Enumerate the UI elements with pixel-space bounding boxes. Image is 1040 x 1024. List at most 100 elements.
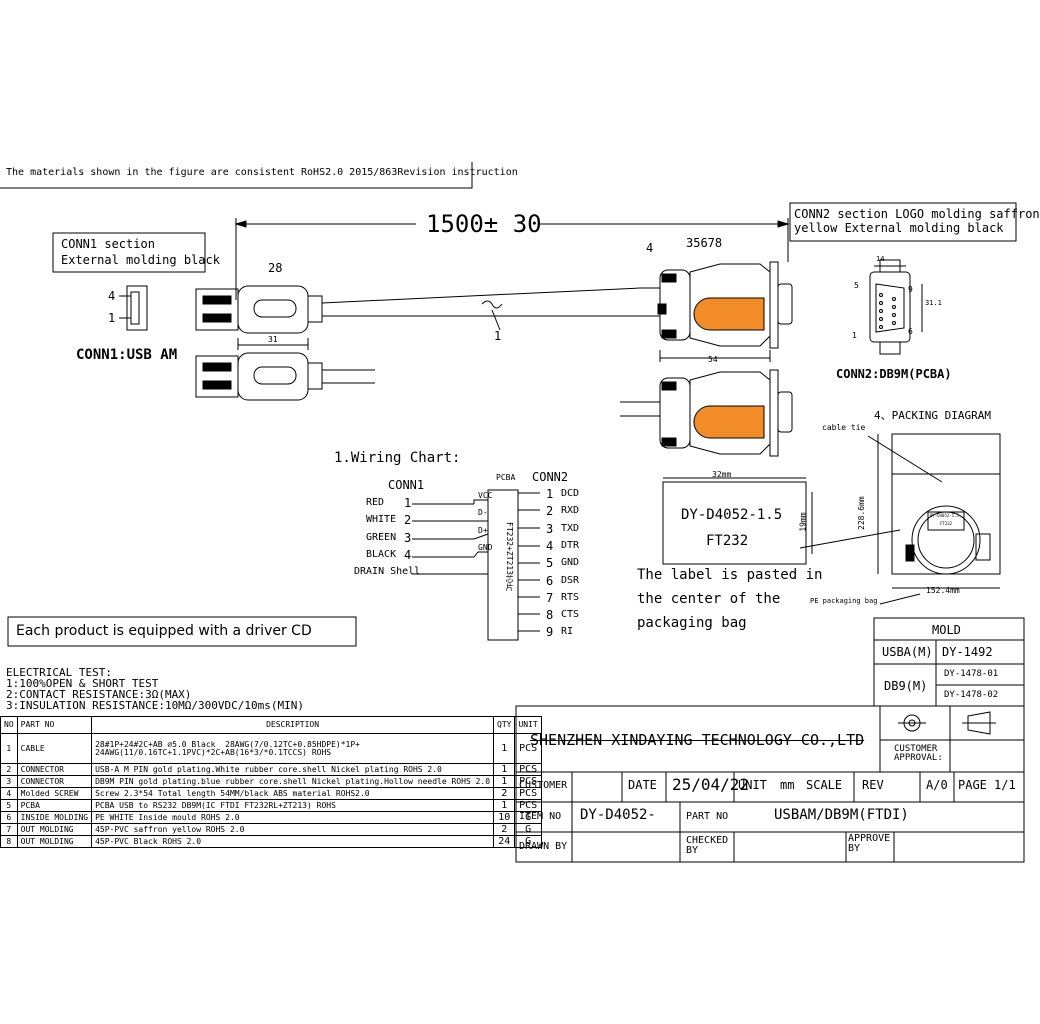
conn1-section-line2: External molding black: [61, 253, 220, 267]
bom-qty-cell: 10: [493, 811, 516, 824]
wiring-chart-title: 1.Wiring Chart:: [334, 450, 461, 466]
bom-header-row: NO PART NO DESCRIPTION QTY UNIT: [0, 716, 542, 734]
bom-no-cell: 8: [0, 835, 18, 848]
bom-unit-cell: G: [514, 823, 542, 836]
conn1-section-line1: CONN1 section: [61, 237, 155, 251]
wiring-right-pin-number: 3: [546, 521, 554, 536]
unit-label: UNIT: [738, 778, 767, 792]
packing-width: 152.4mm: [926, 586, 960, 595]
db9-dim-54: 54: [708, 355, 718, 364]
saffron-logo-upper: [693, 297, 765, 331]
wiring-pcba-header: PCBA: [496, 473, 516, 482]
wiring-conn2-header: CONN2: [532, 470, 569, 484]
label-note-line3: packaging bag: [637, 615, 747, 631]
conn1-section-box: [52, 232, 206, 273]
rev-value: A/0: [926, 778, 948, 792]
date-value: 25/04/22: [672, 775, 750, 794]
wiring-left-pin-number: 1: [404, 496, 412, 510]
db9-face-pin6: 6: [908, 327, 913, 336]
cable-length-dimension: 1500± 30: [426, 210, 542, 238]
usb-pin1-label: 1: [108, 311, 116, 325]
wiring-left-wire-name: BLACK: [366, 549, 397, 560]
bom-part-cell: CONNECTOR: [16, 763, 93, 776]
mold-db9-value1: DY-1478-01: [944, 669, 999, 679]
bom-header-no: NO: [0, 716, 18, 734]
driver-note: Each product is equipped with a driver C…: [16, 623, 312, 639]
label-note-line2: the center of the: [637, 591, 781, 607]
wiring-left-wire-name: RED: [366, 497, 385, 508]
bom-part-cell: PCBA: [16, 799, 93, 812]
bom-unit-cell: PCS: [514, 763, 542, 776]
bom-qty-cell: 1: [493, 733, 516, 764]
bom-unit-cell: G: [514, 835, 542, 848]
wiring-drain-label: DRAIN Shell: [354, 566, 421, 577]
wiring-right-pin-number: 9: [546, 625, 554, 640]
wiring-left-signal: D-: [478, 508, 488, 517]
bom-desc-cell: USB-A M PIN gold plating.White rubber co…: [91, 763, 495, 776]
callout-28: 28: [268, 261, 283, 275]
wiring-left-wire-name: GREEN: [366, 532, 397, 543]
bom-part-cell: OUT MOLDING: [16, 835, 93, 848]
bom-desc-cell: 45P-PVC Black ROHS 2.0: [91, 835, 495, 848]
wiring-left-pin-number: 2: [404, 513, 412, 527]
bom-no-cell: 4: [0, 787, 18, 800]
mold-usba-key: USBA(M): [882, 645, 933, 659]
bom-part-cell: Molded SCREW: [16, 787, 93, 800]
wiring-right-pin-number: 7: [546, 590, 554, 605]
packing-height: 228.6mm: [857, 496, 866, 530]
usb-pin4-label: 4: [108, 289, 116, 303]
db9-connector-lower: [620, 369, 793, 457]
bom-desc-cell: 45P-PVC saffron yellow ROHS 2.0: [91, 823, 495, 836]
callout-4: 4: [646, 241, 654, 255]
wiring-left-signal: GND: [478, 543, 493, 552]
db9-face-view: [869, 259, 923, 355]
bom-part-cell: CABLE: [16, 733, 93, 764]
wiring-left-pin-number: 3: [404, 531, 412, 545]
bom-qty-cell: 1: [493, 799, 516, 812]
bom-no-cell: 3: [0, 775, 18, 788]
packing-diagram: [867, 433, 1001, 605]
wiring-right-signal: GND: [561, 557, 580, 569]
callout-1: 1: [494, 329, 502, 343]
bom-no-cell: 7: [0, 823, 18, 836]
bom-part-cell: CONNECTOR: [16, 775, 93, 788]
part-no-label: PART NO: [686, 811, 729, 822]
label-box: [662, 481, 807, 565]
rohs-note: The materials shown in the figure are co…: [6, 167, 518, 178]
bom-desc-cell: PE WHITE Inside mould ROHS 2.0: [91, 811, 495, 824]
wiring-right-signal: CTS: [561, 609, 580, 621]
bom-qty-cell: 24: [493, 835, 516, 848]
conn2-section-line1: CONN2 section LOGO molding saffron: [794, 207, 1040, 221]
wiring-right-pin-number: 4: [546, 538, 554, 553]
part-no-value: USBAM/DB9M(FTDI): [774, 807, 909, 823]
bom-desc-cell: DB9M PIN gold plating.blue rubber core.s…: [91, 775, 495, 788]
packing-mini-label2: FT232: [940, 521, 953, 526]
bom-desc-cell: PCBA USB to RS232 DB9M(IC FTDI FT232RL+Z…: [91, 799, 495, 812]
wiring-right-signal: DTR: [561, 539, 580, 551]
label-note-line1: The label is pasted in: [637, 567, 823, 583]
bom-qty-cell: 2: [493, 787, 516, 800]
bom-no-cell: 6: [0, 811, 18, 824]
mold-header: MOLD: [932, 623, 961, 637]
bom-desc-cell: Screw 2.3*54 Total length 54MM/black ABS…: [91, 787, 495, 800]
approve-by-label: APPROVE BY: [848, 833, 891, 854]
bom-desc-cell: 28#1P+24#2C+AB ⌀5.0 Black 28AWG(7/0.12TC…: [91, 733, 495, 764]
packing-bag-label: PE packaging bag: [810, 597, 878, 605]
wiring-right-signal: RXD: [561, 505, 580, 517]
electrical-test-line2: 2:CONTACT RESISTANCE:3Ω(MAX): [6, 688, 192, 701]
wiring-right-pin-number: 1: [546, 487, 554, 501]
usb-a-plug-upper: [195, 285, 641, 334]
dim-arrow-right: [777, 220, 790, 228]
electrical-test-line3: 3:INSULATION RESISTANCE:10MΩ/300VDC/10ms…: [6, 699, 305, 712]
page-label: PAGE: [958, 778, 987, 792]
usb-pin-outline: [126, 285, 148, 331]
wiring-right-signal: DSR: [561, 574, 580, 586]
wiring-right-pin-number: 8: [546, 608, 554, 623]
